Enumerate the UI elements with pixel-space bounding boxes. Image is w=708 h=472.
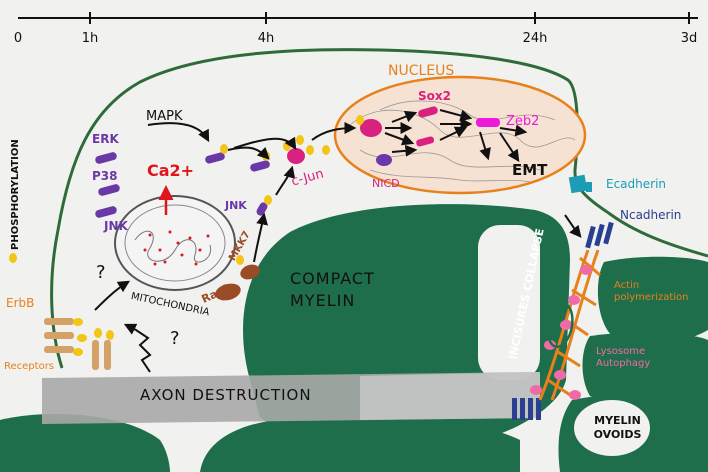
nucleus-label: NUCLEUS: [388, 63, 455, 79]
phospho-legend-dot: [9, 253, 17, 263]
lysosome-label: Lysosome Autophagy: [596, 346, 651, 369]
ovoid-outline: [546, 301, 574, 349]
ncadherin-label: Ncadherin: [620, 208, 682, 222]
phosphorylation-label: PHOSPHORYLATION: [10, 139, 21, 250]
calcium-dots: [143, 230, 210, 266]
myelin-left-stub: [0, 414, 170, 472]
axon-destruction-label: AXON DESTRUCTION: [140, 386, 312, 404]
compact-myelin-label: COMPACT MYELIN: [290, 269, 375, 310]
p38-label: P38: [92, 169, 118, 183]
lysosomes: [530, 265, 592, 400]
nucleus-factors: [356, 106, 500, 166]
cell-membrane: [50, 48, 708, 369]
receptors-label: Receptors: [4, 361, 55, 372]
erbb-receptors: [44, 318, 114, 370]
nicd-label: NICD: [372, 177, 400, 190]
actin-label: Actin polymerization: [614, 280, 689, 303]
ovoid-pocket: [574, 400, 650, 456]
mapk-label: MAPK: [146, 109, 183, 124]
tick-24h: 24h: [523, 31, 548, 46]
jnk-left-label: JNK: [104, 219, 128, 233]
timeline: [18, 12, 698, 24]
myelin-right-middle: [582, 332, 708, 407]
emt-label: EMT: [512, 161, 548, 179]
tick-3d: 3d: [681, 31, 698, 46]
incisure-pocket: [478, 225, 540, 380]
unknown-mark-1: ?: [96, 262, 106, 283]
mapk-kinases-left: [95, 152, 120, 218]
squiggle-arrow: [123, 323, 152, 373]
cjun-blob: [287, 148, 305, 164]
jnk-center-label: JNK: [225, 199, 247, 212]
tick-1h: 1h: [82, 31, 99, 46]
ncadherin-top: [585, 221, 614, 249]
calcium-label: Ca2+: [147, 161, 195, 180]
myelin-right-upper: [597, 256, 708, 344]
unknown-mark-2: ?: [170, 328, 180, 349]
erbb-label: ErbB: [6, 296, 35, 310]
rac1-blob: [215, 283, 241, 301]
tick-4h: 4h: [258, 31, 275, 46]
zeb2-label: Zeb2: [506, 114, 540, 129]
ncadherin-bottom: [512, 398, 541, 420]
mitochondria: [114, 195, 236, 291]
myelin-ovoids-label: MYELIN OVOIDS: [593, 414, 642, 442]
pathway-arrows: [94, 109, 582, 311]
erk-label: ERK: [92, 132, 119, 146]
myelin-lower-band: [200, 417, 520, 472]
ecadherin-block: [568, 174, 588, 194]
mkk7-blob: [240, 264, 260, 280]
sox2-label: Sox2: [418, 89, 451, 103]
tick-0: 0: [14, 31, 22, 46]
ecadherin-label: Ecadherin: [606, 177, 667, 191]
